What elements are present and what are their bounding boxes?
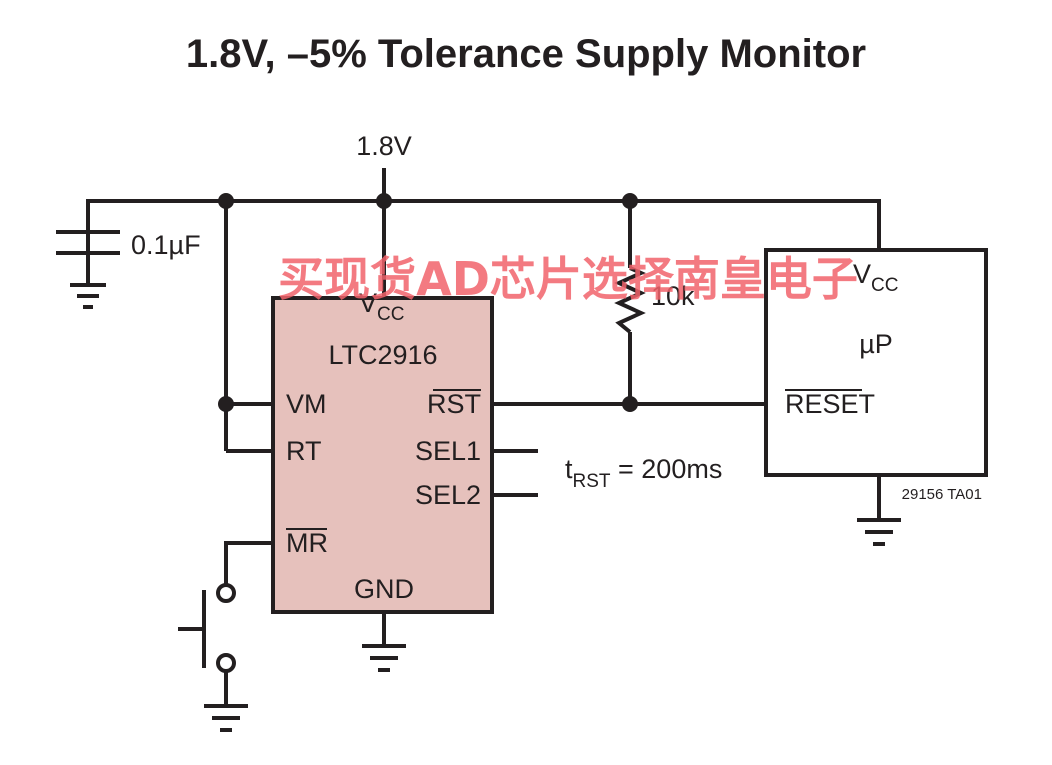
mcu-name-label: µP	[859, 329, 893, 359]
resistor-value-label: 10k	[651, 281, 695, 311]
ground-symbol-ic	[362, 644, 406, 672]
pin-rt-label: RT	[286, 436, 322, 466]
pin-sel2-label: SEL2	[415, 480, 481, 510]
ic-vcc-label: VCC	[359, 288, 404, 325]
supply-voltage-label: 1.8V	[356, 131, 412, 161]
pin-rst-label: RST	[427, 389, 481, 419]
capacitor-value-label: 0.1µF	[131, 230, 201, 260]
pin-mr-label: MR	[286, 528, 328, 558]
wires	[86, 168, 881, 706]
pin-sel1-label: SEL1	[415, 436, 481, 466]
diagram-title: 1.8V, –5% Tolerance Supply Monitor	[186, 32, 866, 76]
resistor-10k	[614, 266, 646, 334]
microprocessor-box	[764, 248, 988, 477]
watermark-text: 买现货AD芯片选择南皇电子	[278, 252, 858, 306]
ground-symbol-capacitor	[70, 283, 106, 309]
reset-timeout-label: tRST = 200ms	[565, 454, 722, 492]
mcu-reset-label: RESET	[785, 389, 875, 419]
capacitor	[56, 230, 120, 285]
ic-name-label: LTC2916	[328, 340, 437, 370]
figure-code: 29156 TA01	[902, 486, 982, 503]
junction-dots	[218, 193, 638, 412]
ltc2916-chip	[271, 296, 494, 614]
pin-gnd-label: GND	[354, 574, 414, 604]
pushbutton-switch	[178, 583, 236, 673]
pin-vm-label: VM	[286, 389, 327, 419]
ground-symbol-mcu	[857, 518, 901, 546]
mcu-vcc-label: VCC	[853, 259, 898, 296]
ground-symbol-switch	[204, 704, 248, 732]
